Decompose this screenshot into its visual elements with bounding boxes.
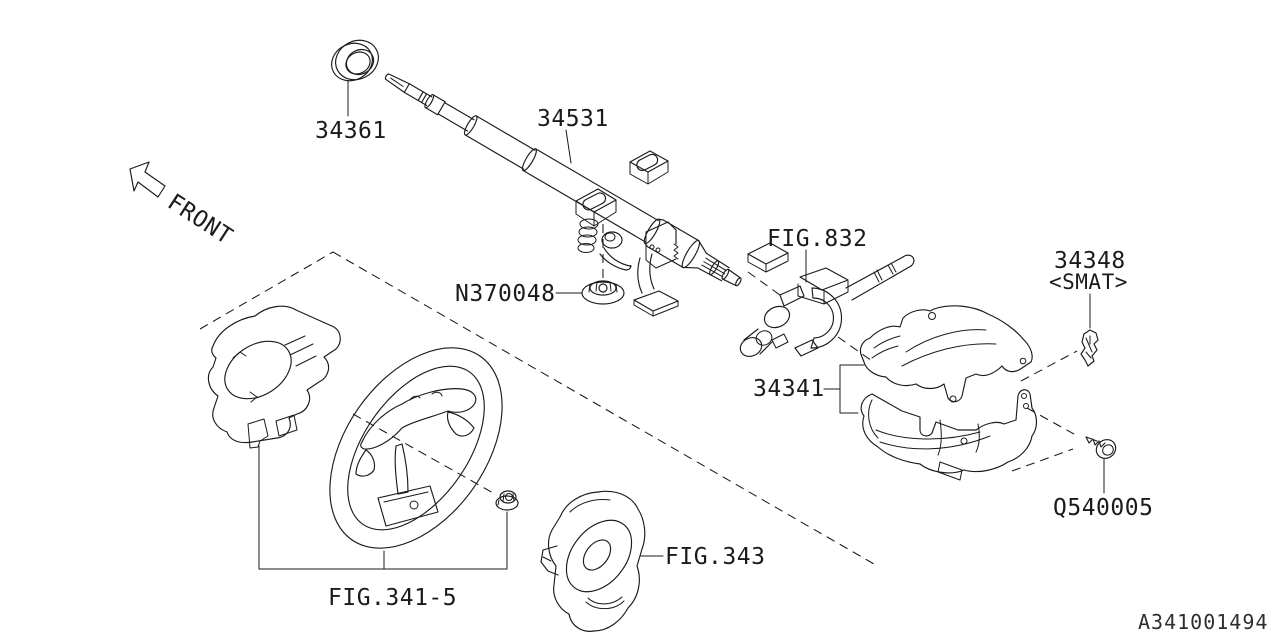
assembly-axis-dashed-lines [199, 224, 1078, 565]
column-spring [577, 218, 599, 253]
column-bracket-wing-upper [629, 150, 669, 185]
part-combination-switch-fig832: FIG.832 [739, 226, 915, 357]
cover-lower-half [860, 389, 1038, 474]
leader-fig341-5 [258, 445, 508, 570]
part-label-fig341-5[interactable]: FIG.341-5 [328, 585, 457, 611]
part-label-34341[interactable]: 34341 [753, 376, 825, 402]
part-label-n370048[interactable]: N370048 [455, 281, 555, 307]
part-label-34531[interactable]: 34531 [537, 106, 609, 132]
part-clip-34348: 34348 <SMAT> [1049, 248, 1128, 367]
part-label-q540005[interactable]: Q540005 [1053, 495, 1153, 521]
column-cover-cap [207, 305, 341, 449]
part-label-smat: <SMAT> [1049, 270, 1128, 294]
part-dust-seal-34361: 34361 [315, 39, 387, 144]
leader-34341 [823, 364, 865, 414]
column-shaft [384, 73, 742, 287]
drawing-number: A341001494 [1138, 610, 1268, 634]
leader-34531 [565, 129, 572, 164]
switch-mount-boss [747, 242, 789, 273]
steering-wheel [329, 347, 503, 549]
column-bracket-wing-lower [575, 188, 617, 227]
front-label: FRONT [163, 189, 237, 250]
column-foot-bracket [633, 253, 679, 317]
front-arrow-icon [129, 161, 166, 198]
part-label-fig832[interactable]: FIG.832 [767, 226, 867, 252]
steering-wheel-nut [495, 490, 519, 511]
part-label-34361[interactable]: 34361 [315, 118, 387, 144]
column-clamp [645, 221, 679, 269]
part-steering-column-34531: 34531 [384, 73, 789, 317]
part-screw-q540005: Q540005 [1053, 436, 1153, 521]
part-label-34348[interactable]: 34348 [1054, 248, 1126, 274]
part-nut-n370048: N370048 [455, 280, 625, 307]
cover-upper-half [859, 305, 1033, 403]
tilt-lever [599, 231, 632, 271]
part-airbag-module-fig343: FIG.343 [540, 490, 765, 632]
part-label-fig343[interactable]: FIG.343 [665, 544, 765, 570]
part-column-covers-34341: 34341 [753, 305, 1038, 481]
front-direction-indicator: FRONT [129, 161, 237, 250]
fig341-5-group: FIG.341-5 [258, 445, 508, 611]
